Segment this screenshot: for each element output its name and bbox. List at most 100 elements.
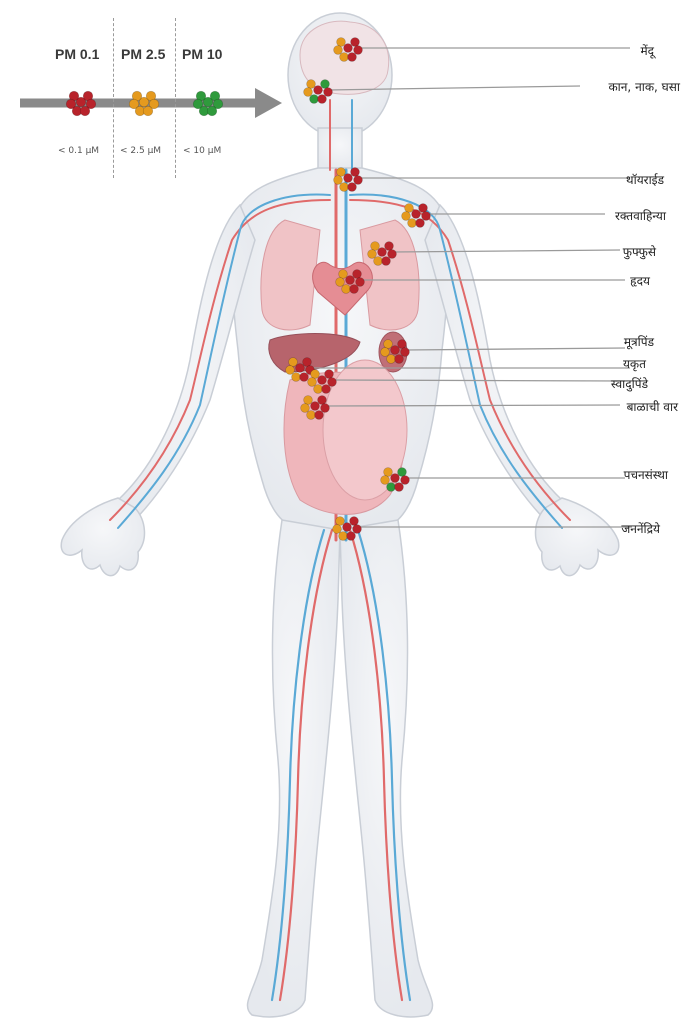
- particle-dot: [391, 346, 400, 355]
- particle-dot: [381, 476, 390, 485]
- particle-dot: [322, 385, 331, 394]
- particle-dot: [371, 242, 380, 251]
- particle-dot: [207, 106, 217, 116]
- particle-dot: [354, 46, 363, 55]
- particle-dot: [378, 248, 387, 257]
- particle-dot: [304, 396, 313, 405]
- particle-dot: [321, 404, 330, 413]
- particle-dot: [368, 250, 377, 259]
- particle-dot: [384, 340, 393, 349]
- particle-dot: [385, 242, 394, 251]
- pm01-label: PM 0.1: [55, 46, 99, 62]
- legend-divider-2: [175, 18, 176, 178]
- particle-dot: [336, 517, 345, 526]
- particle-dot: [350, 285, 359, 294]
- particle-dot: [346, 276, 355, 285]
- particle-dot: [336, 278, 345, 287]
- particle-dot: [307, 411, 316, 420]
- particle-dot: [314, 86, 323, 95]
- particle-dot: [374, 257, 383, 266]
- particle-dot: [384, 468, 393, 477]
- particle-dot: [387, 483, 396, 492]
- particle-dot: [419, 204, 428, 213]
- pm10-label: PM 10: [182, 46, 222, 62]
- particle-dot: [328, 378, 337, 387]
- label-vessels: रक्तवाहिन्या: [615, 207, 666, 224]
- legend-divider-1: [113, 18, 114, 178]
- particle-dot: [395, 483, 404, 492]
- particle-dot: [395, 355, 404, 364]
- label-genitals: जननेंद्रिये: [621, 520, 660, 537]
- particle-dot: [344, 174, 353, 183]
- particle-dot: [301, 404, 310, 413]
- particle-dot: [391, 474, 400, 483]
- particle-dot: [387, 355, 396, 364]
- particle-dot: [339, 532, 348, 541]
- pm01-size: < 0.1 μM: [58, 146, 99, 156]
- pm01-cluster: [66, 91, 96, 116]
- particle-dot: [334, 176, 343, 185]
- particle-dot: [401, 348, 410, 357]
- particle-dot: [80, 106, 90, 116]
- particle-dot: [416, 219, 425, 228]
- particle-dot: [405, 204, 414, 213]
- particle-dot: [350, 517, 359, 526]
- pm10-cluster: [193, 91, 223, 116]
- particle-dot: [289, 358, 298, 367]
- particle-dot: [340, 183, 349, 192]
- particle-dot: [296, 364, 305, 373]
- particle-dot: [381, 348, 390, 357]
- particle-dot: [333, 525, 342, 534]
- label-digestive: पचनसंस्था: [624, 466, 668, 483]
- particle-dot: [342, 285, 351, 294]
- particle-dot: [354, 176, 363, 185]
- pm25-cluster: [129, 91, 159, 116]
- particle-dot: [334, 46, 343, 55]
- label-kidney: मूत्रपिंड: [624, 333, 654, 350]
- particle-dot: [356, 278, 365, 287]
- particle-dot: [339, 270, 348, 279]
- label-thyroid: थॉयराईड: [626, 171, 664, 188]
- particle-dot: [308, 378, 317, 387]
- particle-dot: [343, 523, 352, 532]
- particle-dot: [318, 376, 327, 385]
- particle-dot: [292, 373, 301, 382]
- particle-dot: [311, 370, 320, 379]
- lungs-left: [261, 220, 320, 330]
- particle-dot: [402, 212, 411, 221]
- particle-dot: [348, 53, 357, 62]
- particle-dot: [422, 212, 431, 221]
- particle-dot: [324, 88, 333, 97]
- label-pancreas: स्वादुपिंडे: [611, 375, 648, 392]
- particle-dot: [398, 468, 407, 477]
- particle-dot: [318, 396, 327, 405]
- particle-dot: [412, 210, 421, 219]
- label-placenta: बाळाची वार: [627, 398, 678, 415]
- particle-dot: [382, 257, 391, 266]
- particle-dot: [347, 532, 356, 541]
- particle-dot: [337, 168, 346, 177]
- particle-dot: [401, 476, 410, 485]
- pm10-size: < 10 μM: [183, 146, 221, 156]
- arrowhead: [255, 88, 282, 118]
- particle-dot: [315, 411, 324, 420]
- particle-dot: [286, 366, 295, 375]
- particle-dot: [310, 95, 319, 104]
- particle-dot: [143, 106, 153, 116]
- particle-dot: [353, 525, 362, 534]
- particle-dot: [304, 88, 313, 97]
- particle-dot: [348, 183, 357, 192]
- label-liver: यकृत: [623, 355, 646, 372]
- particle-dot: [337, 38, 346, 47]
- label-lungs: फुफ्फुसे: [623, 243, 656, 260]
- pm25-label: PM 2.5: [121, 46, 165, 62]
- particle-dot: [311, 402, 320, 411]
- body-silhouette: [61, 13, 619, 1017]
- particle-dot: [388, 250, 397, 259]
- particle-dot: [321, 80, 330, 89]
- label-brain: मेंदू: [640, 42, 654, 59]
- particle-dot: [351, 168, 360, 177]
- particle-dot: [325, 370, 334, 379]
